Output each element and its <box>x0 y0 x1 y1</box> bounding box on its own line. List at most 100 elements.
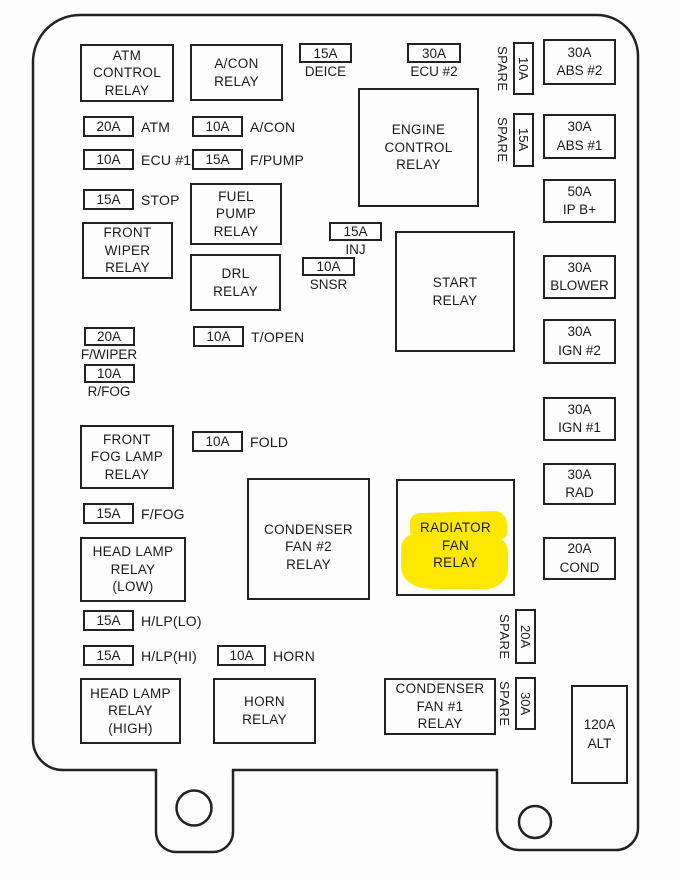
fuse-label: SPARE <box>495 117 510 163</box>
fuse-amp: 30A <box>567 324 592 340</box>
mounting-hole-right <box>517 804 553 840</box>
fuse-amp: 10A <box>302 257 355 276</box>
fuse-amp: 15A <box>83 189 134 210</box>
fuse-amp: 15A <box>192 149 243 170</box>
relay-label: FRONT FOG LAMP RELAY <box>90 431 164 482</box>
fuse-label: SNSR <box>309 277 348 292</box>
fuse-deice: 15A DEICE <box>297 43 354 79</box>
atm-control-relay: ATM CONTROL RELAY <box>80 44 174 102</box>
fuse-ip-b: 50A IP B+ <box>543 179 616 223</box>
fuse-amp: 50A <box>567 183 592 199</box>
relay-label: CONDENSER FAN #2 RELAY <box>264 521 353 572</box>
fuse-spare-20a: SPARE 20A <box>497 609 536 664</box>
fuse-amp: 10A <box>217 645 266 666</box>
fuse-label: R/FOG <box>87 384 131 399</box>
fuse-label: INJ <box>345 242 366 257</box>
fuse-ign2: 30A IGN #2 <box>543 319 616 364</box>
fuse-amp: 30A <box>567 401 592 417</box>
relay-label: ENGINE CONTROL RELAY <box>384 122 453 173</box>
fuse-amp: 20A <box>83 116 134 137</box>
fuse-hlp-hi: 15A H/LP(HI) <box>83 645 197 666</box>
start-relay: START RELAY <box>395 231 515 352</box>
fuse-label: SPARE <box>497 680 512 727</box>
horn-relay: HORN RELAY <box>213 678 316 744</box>
fuse-rfog: 10A R/FOG <box>74 364 144 399</box>
fuse-label: IGN #1 <box>558 420 601 435</box>
fuse-ecu2: 30A ECU #2 <box>405 43 463 79</box>
fuse-label: T/OPEN <box>251 328 305 345</box>
fuse-amp: 10A <box>83 364 135 383</box>
fuse-label: FOLD <box>250 433 289 450</box>
fuse-amp: 20A <box>83 327 135 346</box>
fuse-amp: 120A <box>583 717 616 733</box>
fuse-amp: 30A <box>567 259 592 275</box>
fuse-amp: 15A <box>83 645 134 666</box>
fuse-amp: 30A <box>567 466 592 482</box>
relay-label: A/CON RELAY <box>214 55 259 89</box>
fuse-amp: 10A <box>192 116 243 137</box>
fuse-fpump: 15A F/PUMP <box>192 149 304 170</box>
fuse-horn: 10A HORN <box>217 645 315 666</box>
fuse-amp: 30A <box>567 119 592 135</box>
fuse-alt: 120A ALT <box>571 685 628 784</box>
fuse-label: DEICE <box>304 64 347 79</box>
fuse-amp: 15A <box>513 113 534 167</box>
fuse-abs1: 30A ABS #1 <box>543 114 616 159</box>
fuse-amp: 10A <box>193 326 244 347</box>
fuse-amp: 10A <box>83 149 134 170</box>
fuse-abs2: 30A ABS #2 <box>543 39 616 85</box>
fuse-label: ALT <box>587 735 612 751</box>
fuse-label: RAD <box>565 485 594 500</box>
fuse-rad: 30A RAD <box>543 463 616 505</box>
fuse-label: IGN #2 <box>558 342 601 358</box>
fuse-blower: 30A BLOWER <box>543 255 616 299</box>
head-lamp-relay-high: HEAD LAMP RELAY (HIGH) <box>80 678 181 744</box>
fuse-cond: 20A COND <box>543 537 616 580</box>
fuse-ffog: 15A F/FOG <box>83 503 185 524</box>
fuse-label: SPARE <box>495 45 510 92</box>
fuse-label: H/LP(HI) <box>141 647 198 664</box>
fuse-stop: 15A STOP <box>83 189 180 210</box>
fuse-topen: 10A T/OPEN <box>193 326 304 347</box>
fuse-amp: 10A <box>192 431 243 452</box>
fuse-inj: 15A INJ <box>327 222 384 257</box>
fuse-spare-30a: SPARE 30A <box>497 677 536 730</box>
drl-relay: DRL RELAY <box>190 254 281 311</box>
condenser-fan-1-relay: CONDENSER FAN #1 RELAY <box>384 678 496 735</box>
fuse-spare-10a: SPARE 10A <box>495 42 534 95</box>
relay-label: HEAD LAMP RELAY (LOW) <box>92 544 174 595</box>
relay-label: HEAD LAMP RELAY (HIGH) <box>90 685 171 736</box>
fuse-spare-15a: SPARE 15A <box>495 113 534 167</box>
relay-label: FRONT WIPER RELAY <box>103 225 152 276</box>
fuse-label: ATM <box>141 118 171 135</box>
fuse-hlp-lo: 15A H/LP(LO) <box>83 610 202 631</box>
fuse-label: A/CON <box>250 118 296 135</box>
acon-relay: A/CON RELAY <box>190 44 283 101</box>
fuse-acon: 10A A/CON <box>192 116 295 137</box>
fuse-amp: 30A <box>567 44 592 60</box>
mounting-hole-left <box>175 789 213 827</box>
fuse-amp: 30A <box>407 43 461 63</box>
fuse-fold: 10A FOLD <box>192 431 288 452</box>
fuse-label: COND <box>559 559 600 575</box>
fuse-snsr: 10A SNSR <box>300 257 357 292</box>
fuse-amp: 15A <box>329 222 382 241</box>
fuse-fwiper: 20A F/WIPER <box>74 327 144 362</box>
head-lamp-relay-low: HEAD LAMP RELAY (LOW) <box>80 537 186 602</box>
fuse-label: SPARE <box>497 613 512 660</box>
relay-label: START RELAY <box>432 274 478 308</box>
relay-label: ATM CONTROL RELAY <box>92 47 162 98</box>
radiator-fan-relay: RADIATOR FAN RELAY <box>396 479 515 596</box>
relay-label: DRL RELAY <box>213 265 258 299</box>
fuse-amp: 30A <box>515 677 536 730</box>
fuse-amp: 20A <box>567 541 592 557</box>
fuse-label: ECU #2 <box>410 64 458 79</box>
relay-label: HORN RELAY <box>242 694 287 727</box>
fuse-label: STOP <box>141 191 180 208</box>
engine-control-relay: ENGINE CONTROL RELAY <box>358 88 479 207</box>
relay-label: FUEL PUMP RELAY <box>213 188 259 239</box>
fuse-ecu1: 10A ECU #1 <box>83 149 191 170</box>
fuse-amp: 10A <box>513 42 534 95</box>
